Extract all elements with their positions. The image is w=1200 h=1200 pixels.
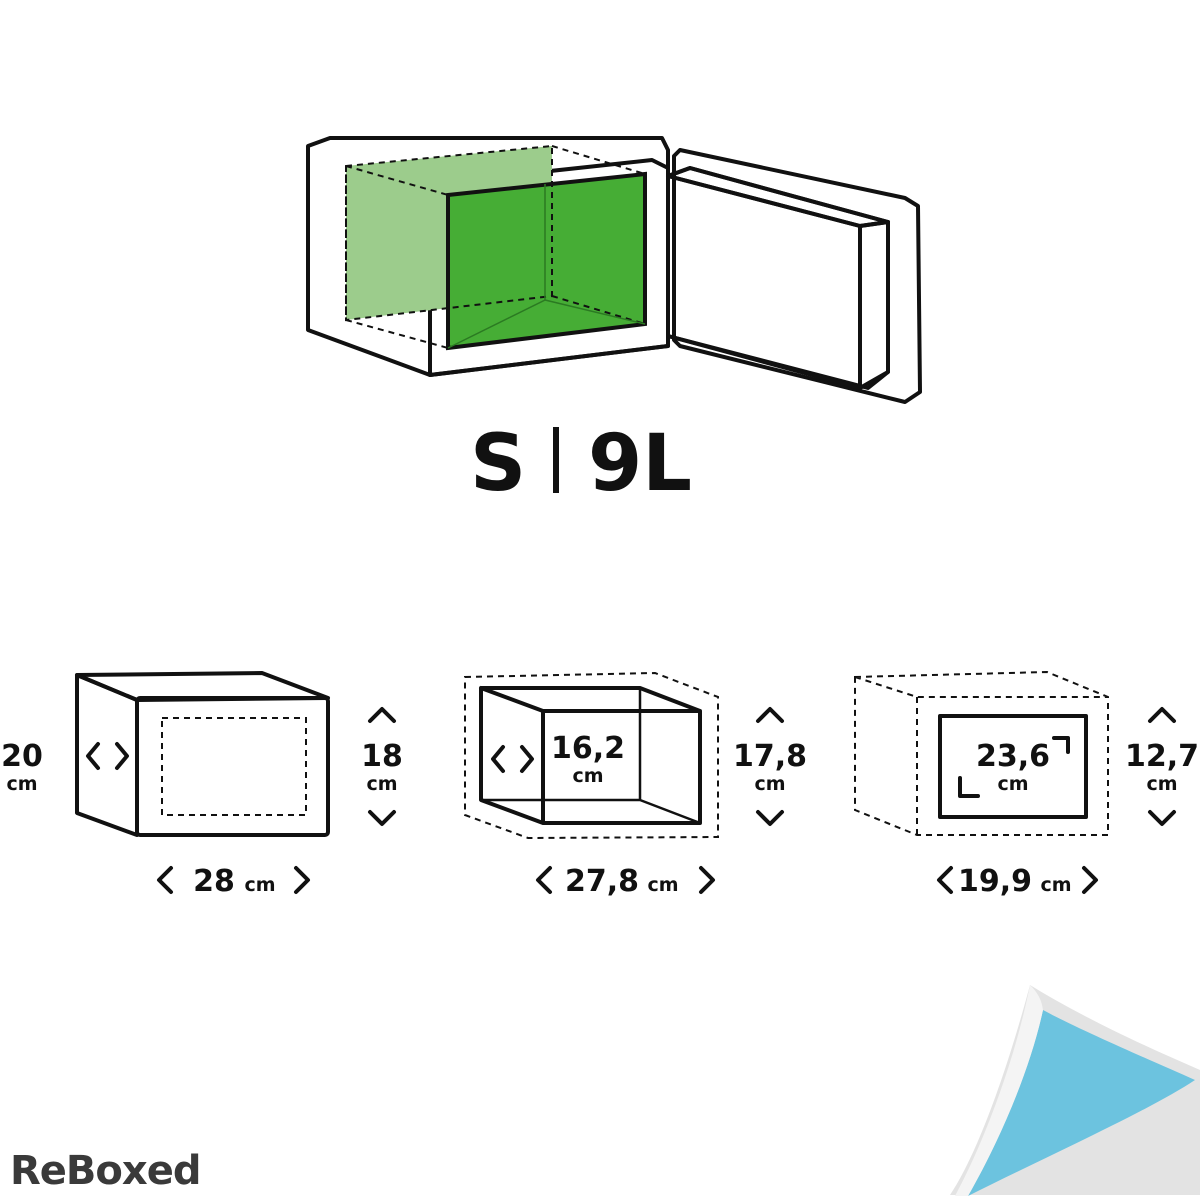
internal-height-unit: cm bbox=[754, 773, 785, 795]
door-depth-unit: cm bbox=[1040, 874, 1071, 896]
safe-door-panel bbox=[666, 166, 890, 390]
door-outer-dashed bbox=[854, 670, 1109, 836]
door-opening bbox=[938, 714, 1088, 819]
external-width-value: 28 bbox=[193, 864, 235, 899]
internal-outer-dashed bbox=[464, 671, 719, 840]
external-dimensions: 20 cm 18 cm 28 cm bbox=[1, 671, 403, 899]
peel-blue bbox=[968, 1010, 1195, 1196]
external-height-unit: cm bbox=[6, 773, 37, 795]
internal-height-down-icon bbox=[756, 810, 784, 826]
external-depth-arrows-icon bbox=[86, 742, 129, 770]
door-height-down-icon bbox=[1148, 810, 1176, 826]
title-separator bbox=[553, 427, 559, 493]
door-corner-top-icon bbox=[1052, 736, 1070, 754]
safe-interior-green bbox=[446, 171, 647, 351]
external-box-side bbox=[75, 671, 330, 702]
internal-box-back bbox=[481, 688, 701, 825]
safe-door-edge bbox=[858, 220, 890, 390]
door-width-unit: cm bbox=[997, 773, 1028, 795]
safe-door-outer bbox=[672, 148, 922, 404]
volume-label: 9L bbox=[588, 419, 692, 509]
safe-interior-edges bbox=[447, 184, 646, 349]
door-depth-right-icon bbox=[1082, 866, 1098, 894]
external-box-inner-dashed bbox=[161, 717, 307, 816]
door-depth-value: 19,9 bbox=[958, 864, 1032, 899]
door-height-value: 12,7 bbox=[1125, 739, 1199, 774]
external-box-front bbox=[135, 696, 330, 837]
door-dimensions: 23,6 cm 12,7 cm 19,9 cm bbox=[854, 670, 1199, 899]
safe-door-face bbox=[666, 174, 862, 390]
size-label: S bbox=[470, 419, 526, 509]
external-depth-value: 18 bbox=[361, 739, 403, 774]
internal-width-value: 27,8 bbox=[565, 864, 639, 899]
door-height-up-icon bbox=[1148, 707, 1176, 723]
safe-illustration bbox=[306, 136, 922, 404]
internal-depth-unit: cm bbox=[572, 765, 603, 787]
external-depth-down-icon bbox=[368, 810, 396, 826]
external-depth-up-icon bbox=[368, 707, 396, 723]
internal-depth-value: 16,2 bbox=[551, 731, 625, 766]
safe-interior-dashes bbox=[345, 144, 646, 349]
internal-dimensions: 16,2 cm 17,8 cm 27,8 cm bbox=[464, 671, 807, 899]
internal-width-right-icon bbox=[699, 866, 715, 894]
safe-door-top-edge bbox=[666, 166, 890, 228]
door-width-value: 23,6 bbox=[976, 739, 1050, 774]
brand-logo: ReBoxed bbox=[10, 1148, 200, 1194]
peel-corner-graphic bbox=[950, 985, 1200, 1196]
external-width-right-icon bbox=[294, 866, 310, 894]
external-depth-unit: cm bbox=[366, 773, 397, 795]
internal-width-unit: cm bbox=[647, 874, 678, 896]
internal-height-value: 17,8 bbox=[733, 739, 807, 774]
peel-white-edge bbox=[955, 985, 1043, 1196]
door-height-unit: cm bbox=[1146, 773, 1177, 795]
external-width-unit: cm bbox=[244, 874, 275, 896]
internal-height-up-icon bbox=[756, 707, 784, 723]
door-depth-left-icon bbox=[937, 866, 953, 894]
internal-width-left-icon bbox=[536, 866, 552, 894]
external-height-value: 20 bbox=[1, 739, 43, 774]
door-corner-bottom-icon bbox=[958, 776, 980, 798]
internal-depth-arrows-icon bbox=[491, 745, 534, 773]
external-width-left-icon bbox=[157, 866, 173, 894]
